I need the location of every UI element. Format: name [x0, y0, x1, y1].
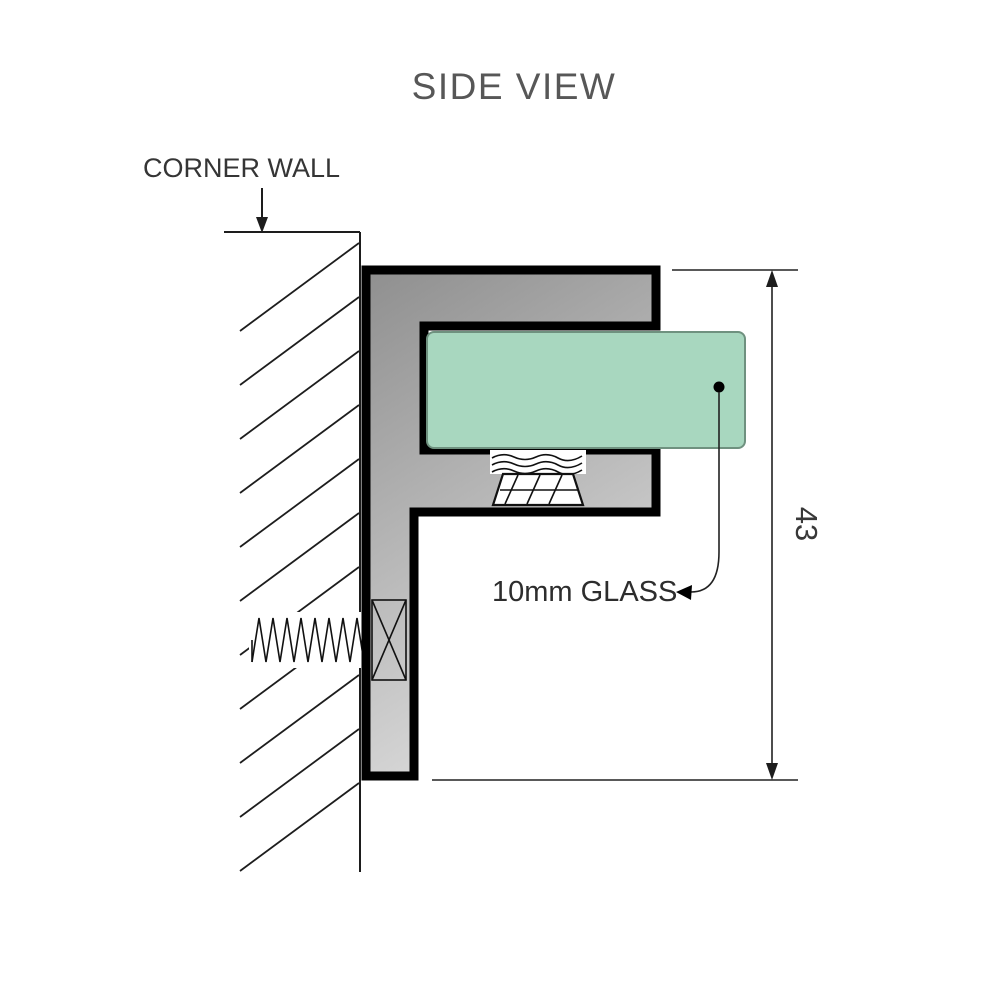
bracket-profile: [361, 265, 661, 781]
hatch-line: [239, 296, 360, 386]
dimension-arrow-bottom: [766, 763, 778, 780]
dimension-arrow-top: [766, 270, 778, 287]
screw-thread-zigzag: [251, 617, 365, 663]
glass-panel: [426, 331, 746, 449]
wall-screw-head: [371, 599, 407, 681]
corner-wall-arrow: [256, 188, 268, 233]
leader-line: [690, 392, 720, 593]
hatch-line: [239, 242, 360, 332]
hatch-line: [239, 350, 360, 440]
corner-wall-label: CORNER WALL: [143, 153, 340, 183]
grub-screw-hatch-3: [548, 474, 563, 505]
hatch-line: [239, 728, 360, 818]
screw-head-cross-2: [371, 599, 407, 681]
grub-screw-spring-1: [491, 453, 583, 462]
grub-screw: [490, 450, 586, 507]
screw-head-outline: [371, 599, 407, 681]
dimension: 43: [432, 269, 824, 781]
wall-screw-threads: [249, 612, 366, 668]
dimension-value: 43: [789, 507, 824, 541]
glass-leader: [676, 381, 725, 600]
hatch-line: [239, 458, 360, 548]
leader-arrowhead: [676, 585, 692, 600]
hatch-line: [239, 404, 360, 494]
hatch-line: [239, 782, 360, 872]
hatch-line: [239, 674, 360, 764]
corner-wall-arrowhead: [256, 217, 268, 233]
grub-screw-hatch-2: [526, 474, 541, 505]
hatch-line: [239, 512, 360, 602]
grub-screw-spring-2: [491, 460, 583, 469]
page-title: SIDE VIEW: [412, 66, 617, 107]
glass-label: 10mm GLASS: [492, 576, 677, 608]
leader-dot: [713, 381, 725, 393]
wall-hatching: [239, 242, 360, 872]
wall: [224, 231, 361, 872]
grub-screw-hatch-1: [504, 474, 519, 505]
